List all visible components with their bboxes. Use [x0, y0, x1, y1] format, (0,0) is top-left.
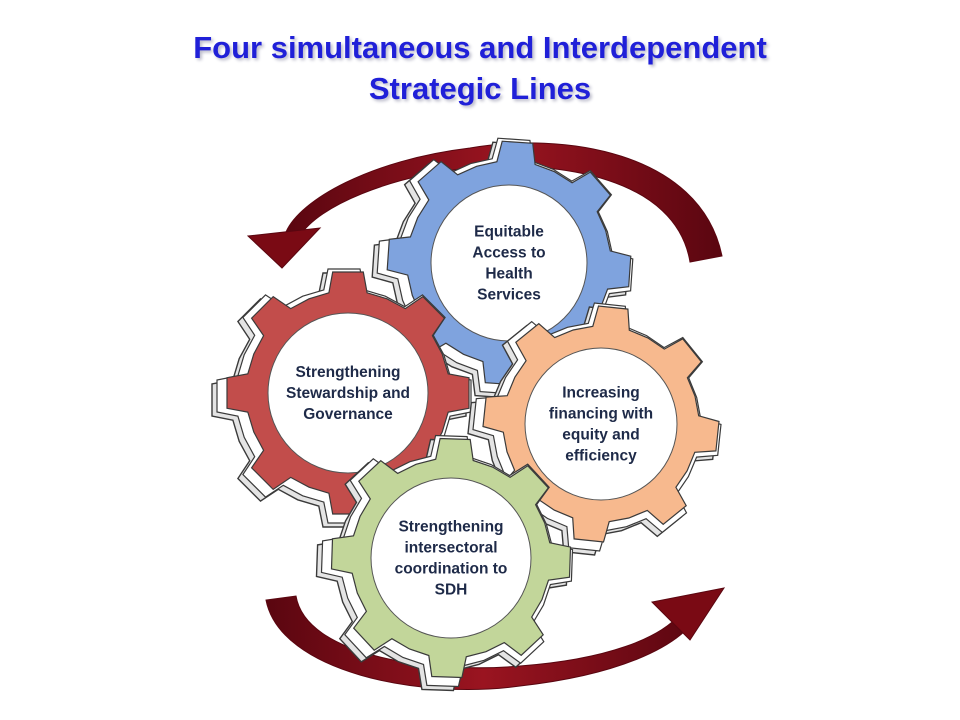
gear-financing-label-line: Increasing	[562, 385, 640, 402]
gear-intersectoral-center	[370, 477, 532, 639]
bottom-arrowhead-icon	[650, 587, 726, 641]
gear-intersectoral-label-line: Strengthening	[398, 519, 503, 536]
gear-stewardship-label-line: Governance	[303, 406, 393, 423]
gear-intersectoral-label-line: intersectoral	[404, 540, 497, 557]
gear-intersectoral-label-line: SDH	[435, 582, 468, 599]
gear-financing-center	[524, 347, 678, 501]
gear-access-center	[430, 184, 588, 342]
gear-financing-label-line: equity and	[562, 427, 640, 444]
title-line-1: Four simultaneous and Interdependent	[193, 30, 767, 65]
gear-access-label-line: Access to	[472, 245, 545, 262]
gear-stewardship-label-line: Stewardship and	[286, 385, 410, 402]
gear-intersectoral: Strengthening intersectoral coordination t…	[315, 434, 574, 692]
gear-financing-label-line: efficiency	[565, 448, 637, 465]
gear-intersectoral-label-line: coordination to	[395, 561, 508, 578]
gear-financing-label-line: financing with	[549, 406, 653, 423]
gear-access-label-line: Services	[477, 287, 541, 304]
page-title: Four simultaneous and Interdependent Str…	[0, 28, 960, 110]
gear-access-label-line: Health	[485, 266, 532, 283]
title-line-2: Strategic Lines	[368, 70, 592, 106]
gear-stewardship-center	[267, 312, 429, 474]
top-arrowhead-icon	[246, 227, 322, 269]
gear-stewardship-label-line: Strengthening	[295, 364, 400, 381]
gear-access-label-line: Equitable	[474, 224, 544, 241]
